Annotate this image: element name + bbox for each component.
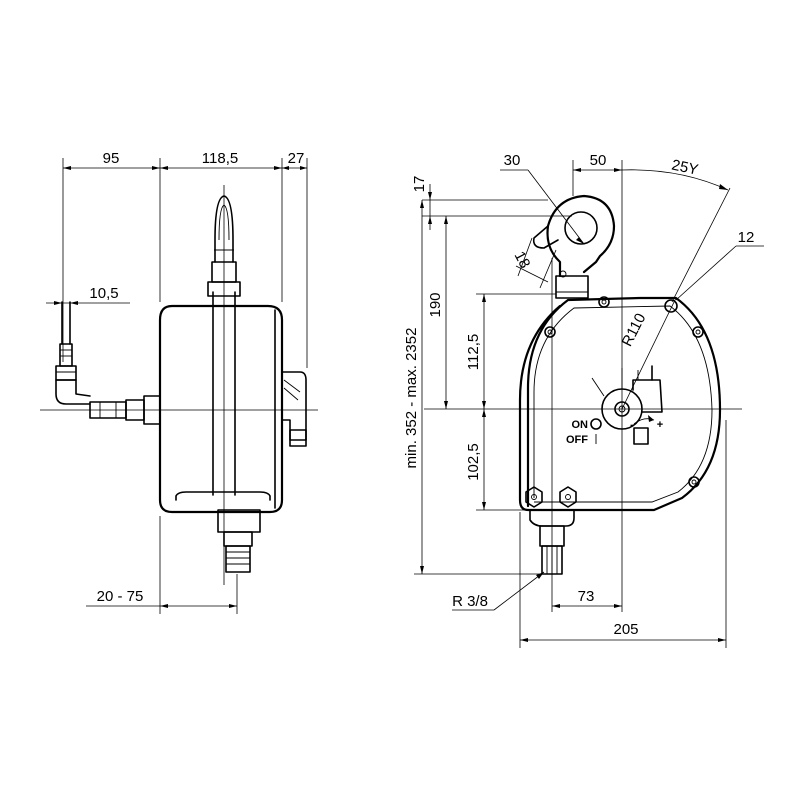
arrow-50-a (573, 168, 581, 172)
dim-50: 50 (590, 152, 607, 169)
front-view: ON OFF - + (424, 194, 742, 612)
arrow-2075-a (160, 604, 168, 608)
arrow-112-a (482, 294, 486, 302)
side-bracket-hatch (283, 379, 301, 401)
arrow-205-a (520, 638, 528, 642)
front-valve-lever (591, 377, 605, 397)
r110-line (621, 297, 677, 410)
arrow-102-b (482, 502, 486, 510)
arrow-17-b (428, 216, 432, 224)
side-bottom-connector (223, 531, 253, 547)
front-neck (555, 275, 589, 299)
side-bottom-thread (225, 545, 251, 573)
dim-190: 190 (427, 292, 444, 317)
arrow-27-b (300, 166, 307, 170)
ext-25y (671, 187, 731, 303)
side-view (40, 185, 318, 585)
off-label: OFF (566, 434, 588, 446)
dim-30: 30 (504, 152, 521, 169)
front-hook-pin (559, 270, 567, 278)
arrow-r38 (536, 572, 544, 579)
arrow-50-b (614, 168, 622, 172)
dim-leader-r38 (493, 571, 545, 611)
front-hook-latch (532, 225, 559, 249)
front-bolt-right (692, 326, 704, 338)
arrow-190-a (444, 216, 448, 224)
front-nut-bottom-left (525, 486, 543, 508)
arrow-205-b (718, 638, 726, 642)
arrow-118-a (160, 166, 168, 170)
front-hook (546, 194, 616, 278)
dim-10-5: 10,5 (89, 285, 118, 302)
side-foot-plate (175, 491, 271, 501)
arrow-2075-b (229, 604, 237, 608)
front-view-dimensions: 30 50 25Y 12 17 18 190 R110 (403, 152, 764, 648)
arrow-10-a (54, 301, 62, 305)
dim-leader-12 (675, 245, 737, 301)
ext-18-a (517, 237, 533, 277)
dim-102-5: 102,5 (465, 443, 482, 481)
dim-73: 73 (578, 588, 595, 605)
arrow-73-a (552, 604, 560, 608)
side-bracket-nut (289, 429, 307, 447)
dim-118-5: 118,5 (202, 150, 238, 167)
front-on-off-knob (590, 418, 602, 430)
front-bolt-bottom-right (688, 476, 700, 488)
rotation-arrow-head (648, 415, 654, 422)
front-bolt-left (544, 326, 556, 338)
arrow-17-a (428, 192, 432, 200)
minus-label: - (630, 419, 634, 431)
arrow-102-a (482, 409, 486, 417)
arrow-minmax-a (420, 200, 424, 208)
arrow-minmax-b (420, 566, 424, 574)
arrow-112-b (482, 401, 486, 409)
side-elbow-nut (55, 365, 77, 381)
front-housing-inner (533, 305, 713, 503)
ext-18-b (539, 249, 557, 289)
arrow-10-b (70, 301, 78, 305)
arrow-25y (719, 184, 728, 190)
side-elbow (55, 379, 91, 405)
front-valve-block (632, 379, 663, 413)
front-bolt-top (598, 296, 610, 308)
dim-r38: R 3/8 (452, 593, 488, 610)
dim-17: 17 (411, 176, 428, 193)
arrow-30 (576, 237, 584, 244)
dim-27: 27 (288, 150, 305, 167)
dim-12: 12 (738, 229, 755, 246)
dim-112-5: 112,5 (465, 334, 482, 370)
dim-95: 95 (103, 150, 120, 167)
plus-label: + (657, 419, 663, 431)
dim-line-18 (515, 265, 549, 283)
side-hose-end (59, 343, 73, 367)
side-view-dimensions: 95 118,5 27 10,5 20 - 75 (46, 150, 308, 614)
front-valve-nut (633, 427, 649, 445)
arrow-27-a (282, 166, 289, 170)
arrow-73-b (614, 604, 622, 608)
dim-min-max: min. 352 - max. 2352 (403, 328, 420, 469)
front-nut-bottom-mid (559, 486, 577, 508)
front-hook-eye (564, 211, 598, 245)
front-housing (518, 296, 722, 512)
dim-20-75: 20 - 75 (97, 588, 144, 605)
dim-arc-25y (621, 169, 729, 191)
side-hose (61, 301, 71, 345)
front-bore-12 (664, 299, 678, 313)
side-housing (158, 304, 284, 514)
arrow-95-b (152, 166, 160, 170)
dim-25y: 25Y (670, 157, 700, 179)
arrow-118-b (274, 166, 282, 170)
side-right-bracket (281, 371, 307, 441)
dim-18: 18 (511, 249, 534, 272)
arrow-95-a (63, 166, 71, 170)
dim-r110: R110 (619, 311, 650, 350)
dim-205: 205 (613, 621, 638, 638)
dim-line-30 (527, 169, 585, 245)
arrow-190-b (444, 401, 448, 409)
on-label: ON (572, 419, 589, 431)
side-shaft (212, 291, 236, 496)
